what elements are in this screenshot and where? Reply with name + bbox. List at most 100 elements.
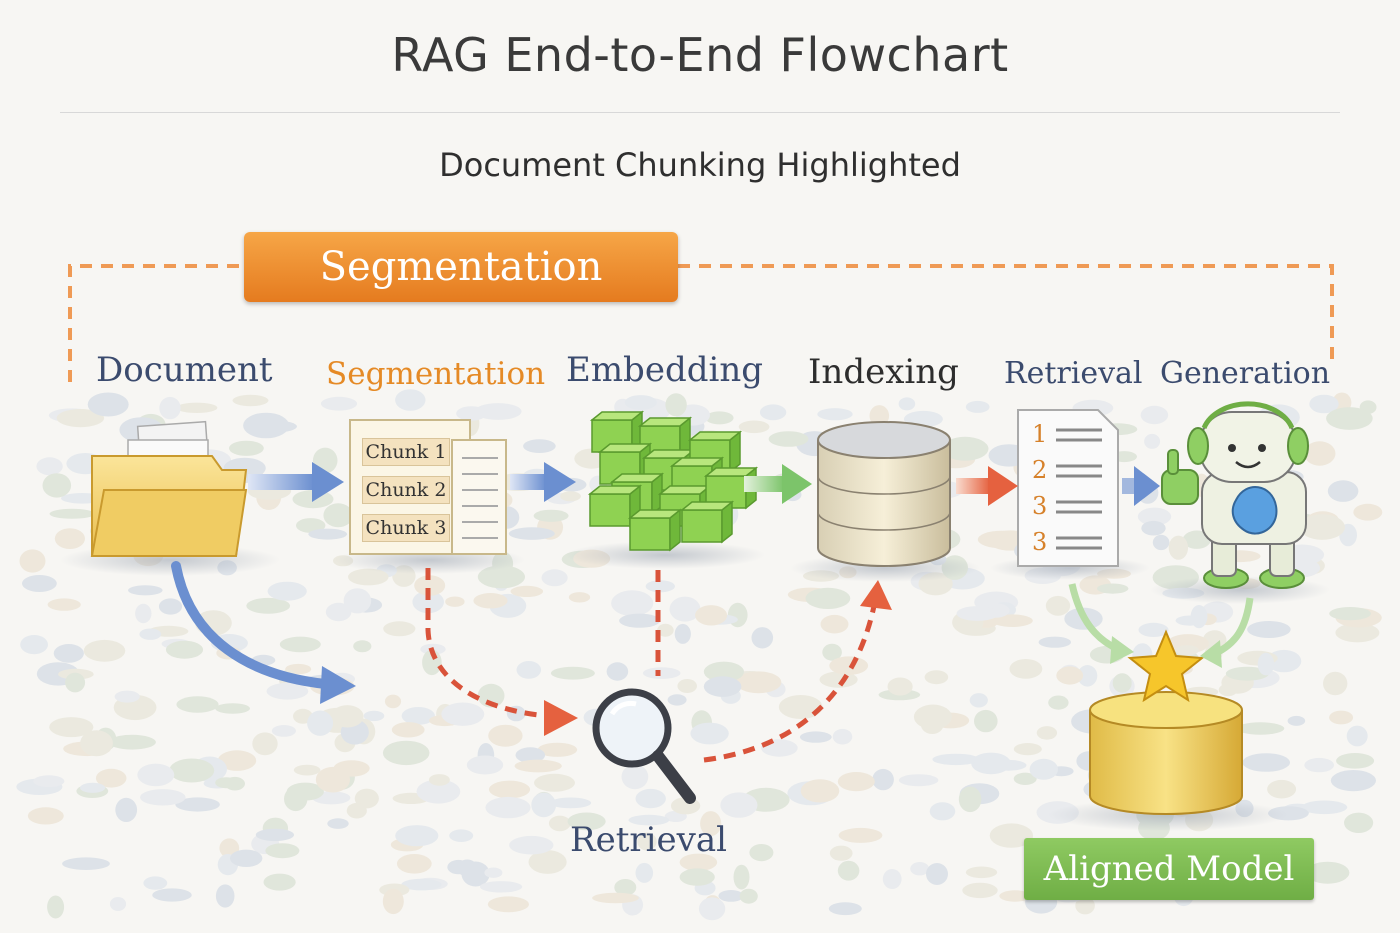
stage-label-generation: Generation: [1160, 356, 1331, 391]
embedding-vectors-icon: [587, 410, 759, 552]
pebble: [401, 878, 442, 891]
pebble: [457, 859, 478, 877]
pebble: [1013, 743, 1042, 756]
pebble: [252, 420, 297, 433]
pebble: [1075, 896, 1095, 915]
pebble: [690, 722, 729, 745]
chunk-label-1: Chunk 1: [362, 438, 450, 466]
pebble: [820, 614, 849, 634]
pebble: [1097, 583, 1129, 594]
pebble: [348, 568, 389, 586]
pebble: [1305, 861, 1350, 884]
robot-icon: [1161, 401, 1309, 589]
pebble: [568, 592, 591, 603]
pebble: [674, 623, 691, 644]
pebble: [989, 823, 1034, 848]
pebble: [159, 396, 181, 420]
arrow-embedding-to-indexing: [744, 464, 812, 504]
pebble: [1045, 595, 1071, 616]
pebble: [47, 598, 81, 611]
pebble: [924, 670, 949, 685]
pebble: [800, 779, 840, 803]
pebble: [1301, 800, 1348, 815]
pebble: [62, 857, 110, 870]
pebble: [215, 777, 238, 789]
pebble: [279, 636, 321, 653]
retrieval-step-label: Retrieval: [570, 820, 727, 860]
pebble: [537, 742, 578, 757]
pebble: [391, 722, 425, 738]
pebble: [255, 828, 295, 842]
pebble: [395, 825, 439, 847]
pebble: [53, 644, 84, 663]
pebble: [1353, 503, 1383, 521]
pebble: [1323, 671, 1348, 696]
pebble: [510, 585, 544, 598]
pebble: [54, 528, 85, 549]
pebble: [778, 695, 823, 719]
pebble: [898, 397, 916, 411]
pebble: [1287, 715, 1306, 726]
pebble: [735, 671, 782, 694]
pebble: [929, 802, 956, 821]
pebble: [20, 635, 48, 655]
pebble: [749, 844, 774, 862]
pebble: [669, 596, 701, 622]
pebble: [94, 650, 114, 662]
pebble: [229, 440, 264, 456]
pebble: [665, 393, 687, 417]
pebble: [838, 827, 883, 843]
pebble: [473, 593, 508, 609]
pebble: [1056, 666, 1084, 685]
pebble: [720, 792, 758, 818]
pebble: [962, 882, 998, 899]
pebble: [114, 690, 140, 703]
pebble: [307, 710, 334, 736]
pebble: [215, 703, 251, 714]
pebble: [679, 868, 715, 886]
pebble: [703, 661, 745, 682]
pebble: [817, 408, 853, 421]
pebble: [560, 491, 581, 502]
pebble: [832, 728, 853, 745]
pebble: [1299, 514, 1345, 540]
pebble: [1303, 441, 1336, 466]
pebble: [965, 400, 990, 413]
pebble: [1038, 636, 1072, 648]
pebble: [1029, 758, 1059, 780]
pebble: [1036, 726, 1058, 740]
pebble: [624, 395, 657, 410]
pebble: [65, 672, 86, 693]
pebble: [487, 896, 529, 913]
pebble: [140, 789, 186, 806]
pebble: [36, 457, 63, 476]
pebble: [363, 710, 385, 722]
pebble: [828, 902, 862, 916]
pebble: [477, 565, 525, 589]
chunk-label-3: Chunk 3: [362, 514, 450, 542]
pebble: [508, 527, 555, 540]
pebble: [137, 763, 175, 787]
pebble: [422, 649, 442, 676]
dashed-segmentation-to-retrieval: [425, 568, 549, 719]
pebble: [320, 396, 358, 411]
pebble: [232, 394, 269, 407]
pebble: [414, 575, 446, 596]
pebble: [523, 439, 556, 453]
pebble: [700, 811, 722, 837]
rank-number: 1: [1032, 420, 1047, 448]
pebble: [1242, 753, 1290, 772]
pebble: [217, 750, 257, 771]
pebble: [621, 764, 649, 790]
pebble: [635, 788, 666, 809]
pebble: [1175, 645, 1199, 656]
pebble: [27, 807, 64, 825]
pebble: [1168, 535, 1189, 560]
segmentation-bracket: [68, 264, 1334, 382]
pebble: [215, 884, 235, 908]
pebble: [1257, 652, 1275, 676]
pebble: [401, 707, 435, 725]
pebble: [619, 613, 661, 628]
pebble: [158, 598, 183, 615]
